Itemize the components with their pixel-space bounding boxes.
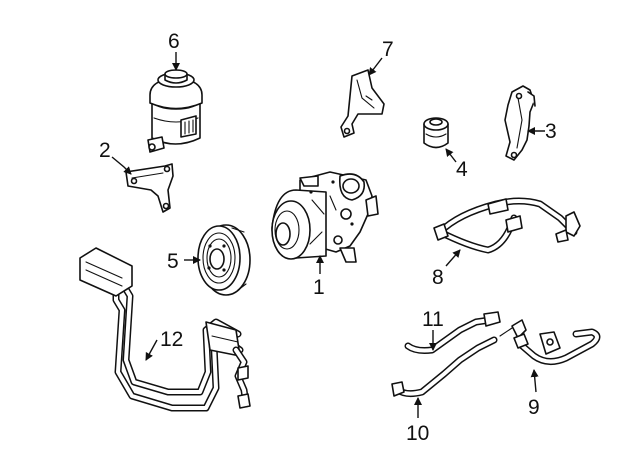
callout-9: 9: [528, 396, 540, 419]
bracket-part-2: [125, 163, 174, 213]
callout-10: 10: [406, 422, 429, 445]
callout-11: 11: [422, 308, 444, 331]
cap-part-4: [423, 117, 449, 149]
callout-7: 7: [382, 38, 394, 61]
callout-12: 12: [160, 328, 183, 351]
callout-5: 5: [167, 250, 179, 273]
pump-part-1: [271, 171, 379, 263]
hose-part-9: [499, 319, 601, 365]
cooler-lines-part-12: [79, 247, 251, 412]
leader-lines: [111, 52, 545, 418]
hose-part-8: [433, 197, 581, 254]
callout-2: 2: [99, 139, 111, 162]
reservoir-part-6: [147, 69, 203, 153]
callout-4: 4: [456, 158, 468, 181]
hose-part-10: [391, 336, 498, 398]
callout-1: 1: [313, 276, 325, 299]
pulley-part-5: [197, 224, 251, 296]
bracket-part-3: [504, 85, 536, 161]
callout-3: 3: [545, 120, 557, 143]
callout-6: 6: [168, 30, 180, 53]
callout-8: 8: [432, 266, 444, 289]
hose-part-11: [404, 311, 501, 354]
bracket-part-7: [340, 69, 385, 138]
